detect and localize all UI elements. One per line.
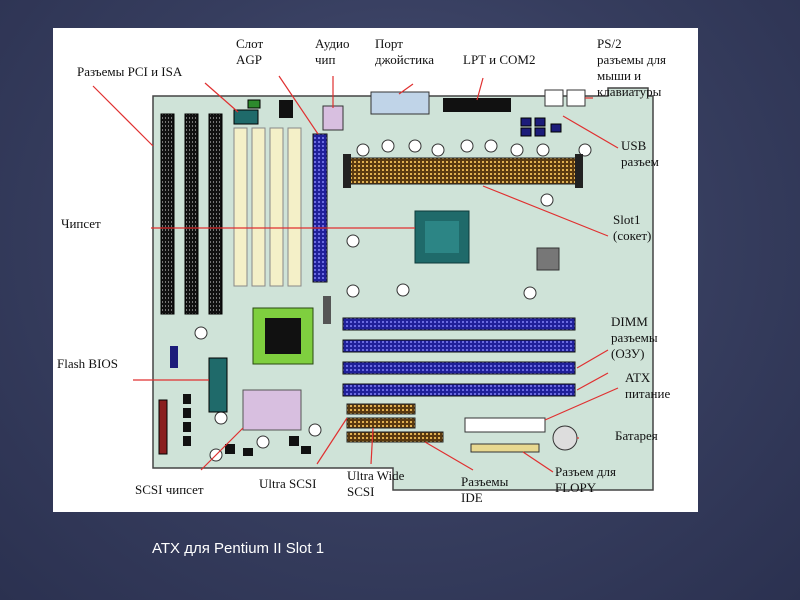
pci-slot-4 — [287, 127, 302, 287]
scsi-chipset-shape — [242, 389, 302, 431]
label-ps2-ports: PS/2 разъемы для мыши и клавиатуры — [597, 36, 666, 99]
jumper-block — [233, 109, 259, 125]
label-flash-bios: Flash BIOS — [57, 356, 119, 371]
small-blue-chip — [170, 346, 178, 368]
slide-caption: ATX для Pentium II Slot 1 — [152, 540, 325, 557]
isa-slot-2 — [184, 113, 199, 315]
lpt-com2-shape — [443, 98, 511, 112]
label-slot1: Slot1 (сокет) — [613, 212, 652, 243]
label-ide: Разъемы IDE — [461, 474, 509, 505]
label-audio-chip: Аудио чип — [315, 36, 350, 67]
ultra-scsi-connector — [346, 403, 416, 415]
label-dimm: DIMM разъемы (ОЗУ) — [611, 314, 658, 361]
small-black-bar — [323, 296, 331, 324]
label-ultra-wide-scsi: Ultra Wide SCSI — [347, 468, 405, 499]
label-scsi-chipset: SCSI чипсет — [135, 482, 204, 497]
label-agp-slot: Слот AGP — [236, 36, 264, 67]
label-floppy: Разъем для FLOPY — [555, 464, 616, 495]
pci-slot-1 — [233, 127, 248, 287]
ps2-port-2 — [566, 89, 586, 107]
usb-port-2 — [534, 117, 546, 127]
usb-port-1 — [520, 117, 532, 127]
ide-connector — [346, 431, 444, 443]
joystick-port-shape — [370, 91, 430, 115]
usb-port-3 — [520, 127, 532, 137]
label-battery: Батарея — [615, 428, 658, 443]
dimm-slot-2 — [342, 339, 576, 353]
dimm-slot-4 — [342, 383, 576, 397]
small-chip — [536, 247, 560, 271]
audio-chip-shape — [322, 105, 344, 131]
ultra-wide-scsi-connector — [346, 417, 416, 429]
usb-port-4 — [534, 127, 546, 137]
slot1-end-left — [343, 154, 351, 188]
label-joystick-port: Порт джойстика — [375, 36, 435, 67]
isa-slot-3 — [208, 113, 223, 315]
slot1-end-right — [575, 154, 583, 188]
ps2-port-1 — [544, 89, 564, 107]
black-chip — [279, 100, 293, 118]
floppy-connector — [470, 443, 540, 453]
connector-green — [247, 99, 261, 109]
atx-power-connector — [464, 417, 546, 433]
agp-slot — [312, 133, 328, 283]
capacitors-row — [194, 139, 592, 462]
label-ultra-scsi: Ultra SCSI — [259, 476, 317, 491]
pci-slot-3 — [269, 127, 284, 287]
label-pci-isa: Разъемы PCI и ISA — [77, 64, 183, 79]
dimm-slot-3 — [342, 361, 576, 375]
diagram-panel: Разъемы PCI и ISA Слот AGP Аудио чип Пор… — [53, 28, 698, 512]
isa-slot-1 — [160, 113, 175, 315]
slot1-cpu-connector — [346, 157, 580, 185]
battery — [552, 425, 578, 451]
label-chipset: Чипсет — [61, 216, 101, 231]
pci-slot-2 — [251, 127, 266, 287]
usb-port-5 — [550, 123, 562, 133]
flash-bios-chip — [208, 357, 228, 413]
label-atx-power: ATX питание — [625, 370, 671, 401]
label-lpt-com2: LPT и COM2 — [463, 52, 536, 67]
label-usb: USB разъем — [621, 138, 659, 169]
motherboard-diagram — [92, 75, 654, 491]
pointer-lines — [92, 75, 619, 473]
dimm-slot-1 — [342, 317, 576, 331]
